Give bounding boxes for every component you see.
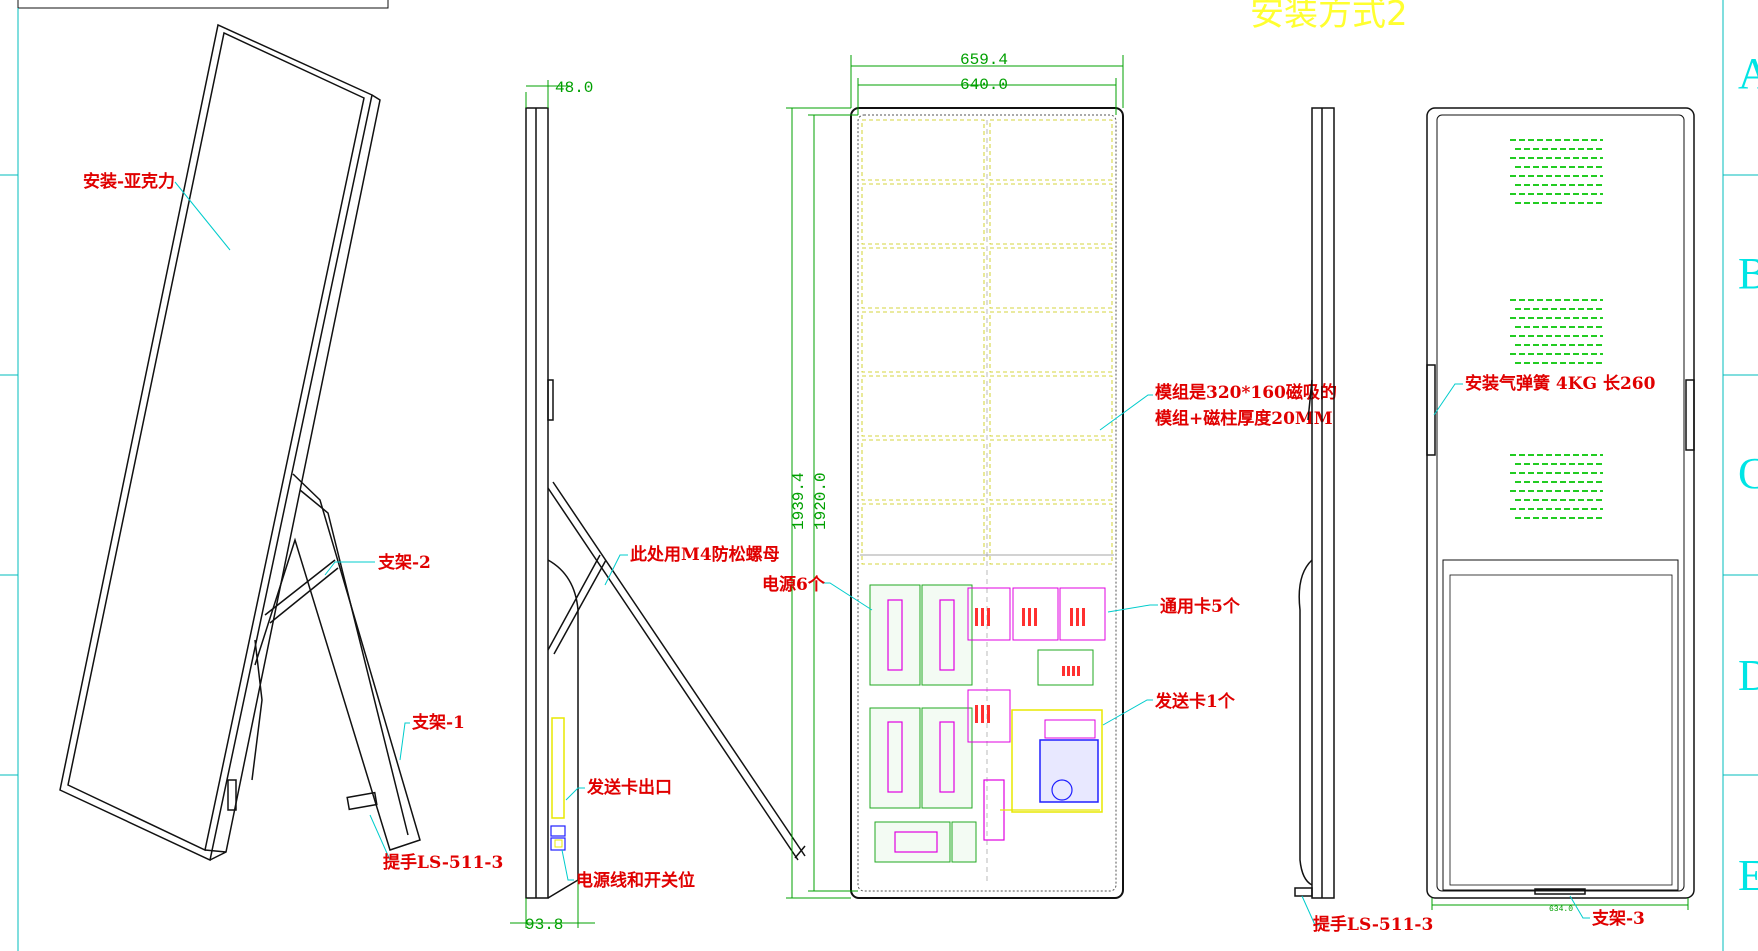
power-switch-block — [550, 825, 566, 851]
led-module-outline — [861, 183, 985, 245]
led-module-outline — [989, 375, 1113, 437]
led-module-outline — [989, 311, 1113, 373]
right-side-leader — [1301, 895, 1320, 926]
power-supplies — [869, 584, 977, 863]
label-universal-cards: 通用卡5个 — [1160, 596, 1241, 617]
drawing-title: 安装方式2 — [1250, 0, 1408, 34]
dim-outer-height: 1939.4 — [790, 472, 808, 530]
label-handle-left: 提手LS-511-3 — [383, 852, 503, 873]
universal-cards — [967, 587, 1106, 743]
label-power-switch: 电源线和开关位 — [576, 870, 695, 891]
led-module-outline — [989, 183, 1113, 245]
label-bracket-3: 支架-3 — [1592, 908, 1645, 929]
dim-depth-top: 48.0 — [555, 79, 593, 97]
dim-back-width: 634.0 — [1549, 905, 1573, 914]
front-view: 659.4 640.0 1939.4 1920.0 — [786, 51, 1158, 899]
border-letter-e: E — [1738, 851, 1758, 900]
side-leaders — [561, 554, 628, 881]
power-supply-core — [887, 599, 1005, 853]
dim-inner-height: 1920.0 — [812, 472, 830, 530]
dim-depth-bottom: 93.8 — [525, 916, 563, 934]
border-letter-d: D — [1738, 651, 1758, 700]
led-module-outline — [861, 439, 985, 501]
label-acrylic: 安装-亚克力 — [83, 171, 175, 192]
led-module-outline — [861, 247, 985, 309]
back-vents — [1510, 139, 1603, 519]
led-module-outline — [861, 375, 985, 437]
back-dimensions — [1431, 898, 1689, 910]
perspective-leaders — [174, 181, 410, 861]
label-anti-loose-nut: 此处用M4防松螺母 — [630, 544, 780, 565]
label-power-6: 电源6个 — [762, 574, 826, 595]
led-module-outline — [989, 247, 1113, 309]
label-handle-right: 提手LS-511-3 — [1313, 914, 1433, 935]
label-module-line2: 模组+磁柱厚度20MM — [1155, 408, 1333, 429]
label-bracket-2: 支架-2 — [378, 552, 431, 573]
label-bracket-1: 支架-1 — [412, 712, 465, 733]
title-block-corner — [17, 0, 389, 9]
led-module-outline — [989, 439, 1113, 501]
right-side-view — [1294, 107, 1335, 899]
card-exit-slot — [551, 717, 565, 819]
sending-card — [1039, 739, 1099, 803]
back-leaders — [1433, 383, 1590, 919]
border-letter-c: C — [1738, 449, 1758, 498]
border-letter-b: B — [1738, 249, 1758, 298]
border-letter-a: A — [1738, 49, 1758, 98]
front-leaders — [822, 394, 1158, 726]
dim-outer-width: 659.4 — [960, 51, 1008, 69]
back-view — [1426, 107, 1695, 899]
led-module-outline — [989, 119, 1113, 181]
dim-inner-width: 640.0 — [960, 76, 1008, 94]
side-dimensions — [510, 80, 595, 928]
label-sending-card: 发送卡1个 — [1154, 691, 1236, 712]
card-red-blocks — [975, 608, 1085, 723]
label-gas-spring: 安装气弹簧 4KG 长260 — [1465, 373, 1656, 394]
front-dimensions — [786, 55, 1124, 899]
side-view — [525, 107, 806, 899]
led-module-outline — [861, 119, 985, 181]
led-module-outline — [861, 311, 985, 373]
perspective-view — [59, 23, 421, 862]
label-module-line1: 模组是320*160磁吸的 — [1155, 382, 1337, 403]
label-card-exit: 发送卡出口 — [586, 777, 672, 798]
sending-card-frame — [1011, 709, 1103, 813]
